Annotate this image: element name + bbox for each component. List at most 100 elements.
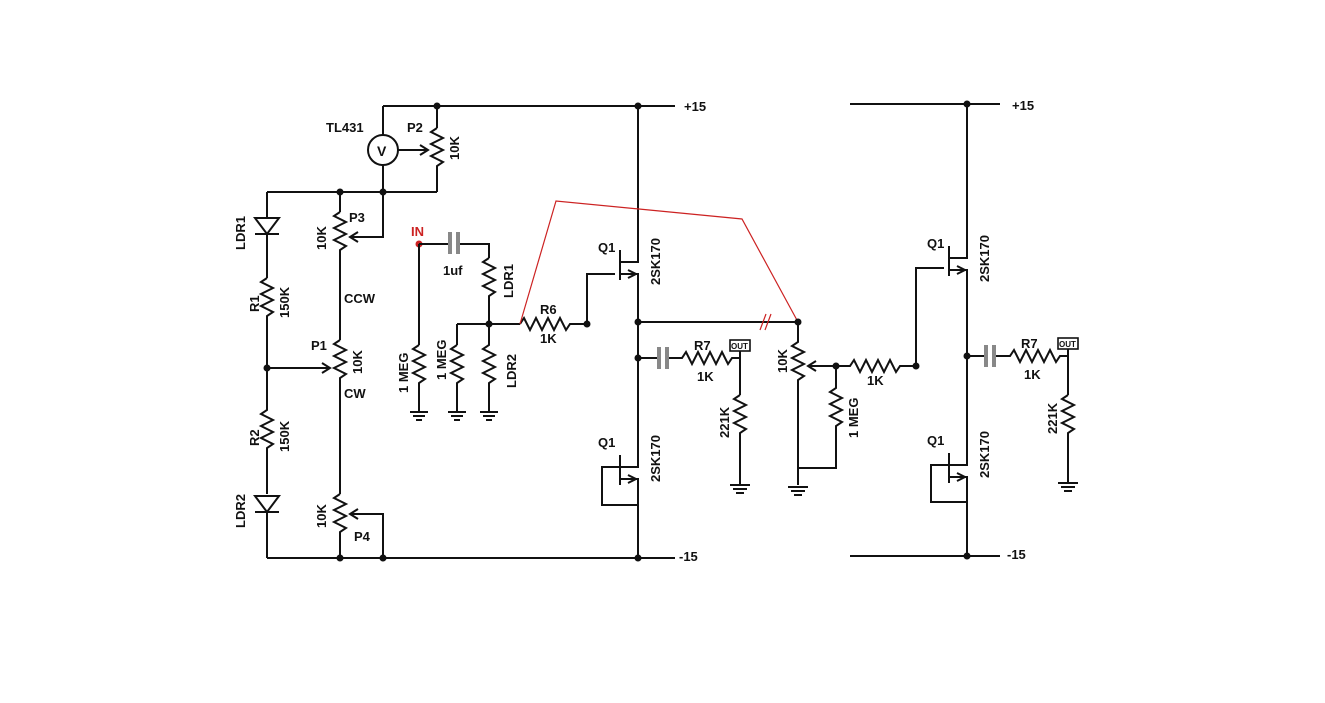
upper-fet-label: Q1 (598, 240, 615, 255)
lower-fet-2-part: 2SK170 (977, 431, 992, 478)
ground (448, 410, 466, 421)
node (634, 102, 642, 110)
wire (267, 362, 332, 374)
rail-neg-label: -15 (679, 549, 698, 564)
2nd-1meg-label: 1 MEG (846, 398, 861, 438)
upper-fet-part: 2SK170 (648, 238, 663, 285)
upper-fet-2-part: 2SK170 (977, 235, 992, 282)
input-capacitor (456, 232, 460, 254)
rail-neg-label-2: -15 (1007, 547, 1026, 562)
p2-value: 10K (447, 136, 462, 160)
wire (586, 273, 615, 324)
ground (1058, 482, 1078, 492)
p3-label: P3 (349, 210, 365, 225)
series-1k-label: 1K (867, 373, 884, 388)
r221k-resistor (731, 394, 749, 485)
r7-resistor-2 (996, 347, 1068, 365)
rail-pos-label: +15 (684, 99, 706, 114)
second-1meg-resistor (448, 344, 466, 410)
r7-resistor (669, 349, 740, 367)
ldr2-diode (253, 495, 281, 514)
r1-label: R1 (247, 295, 262, 312)
feedback-wire (519, 200, 799, 325)
r221k-label-2: 221K (1045, 402, 1060, 434)
ldr1-diode (253, 217, 281, 236)
upper-fet-2 (948, 236, 968, 440)
r7-label-2: R7 (1021, 336, 1038, 351)
node (433, 102, 441, 110)
p4-wiper (348, 508, 384, 558)
p4-resistor (331, 493, 349, 558)
r6-label: R6 (540, 302, 557, 317)
output-capacitor-2 (992, 345, 996, 367)
p1-label: P1 (311, 338, 327, 353)
upper-fet (619, 240, 639, 324)
ground (730, 484, 750, 494)
ccw-label: CCW (344, 291, 376, 306)
wire (460, 243, 490, 258)
p1-value: 10K (350, 350, 365, 374)
r221k-resistor-2 (1059, 394, 1077, 483)
out-label: OUT (731, 342, 748, 351)
cw-label: CW (344, 386, 366, 401)
pot-wiper (806, 360, 836, 372)
ground (480, 410, 498, 421)
ldr1-res-label: LDR1 (501, 264, 516, 298)
voltmeter-label: V (377, 143, 387, 159)
input-label: IN (411, 224, 424, 239)
input-capacitor (448, 232, 452, 254)
ldr2-resistor (480, 324, 498, 410)
rail-pos-label-2: +15 (1012, 98, 1034, 113)
input-cap-label: 1uf (443, 263, 463, 278)
p2-wiper (398, 144, 430, 156)
r6-value: 1K (540, 331, 557, 346)
p2-label: P2 (407, 120, 423, 135)
tl431-label: TL431 (326, 120, 364, 135)
r2-label: R2 (247, 429, 262, 446)
p3-resistor (331, 211, 349, 340)
p3-wiper (348, 192, 384, 243)
ldr2-res-label: LDR2 (504, 354, 519, 388)
wire (915, 267, 944, 366)
node (634, 554, 642, 562)
ground (410, 410, 428, 421)
p2-resistor (428, 127, 446, 192)
r7-value-2: 1K (1024, 367, 1041, 382)
r1-value: 150K (277, 286, 292, 318)
series-1k-resistor (836, 357, 916, 375)
upper-fet-2-label: Q1 (927, 236, 944, 251)
ldr1-label: LDR1 (233, 216, 248, 250)
r221k-label: 221K (717, 406, 732, 438)
lower-fet-part: 2SK170 (648, 435, 663, 482)
10k-pot-label: 10K (775, 349, 790, 373)
r1-resistor (258, 277, 276, 368)
p4-value: 10K (314, 504, 329, 528)
10k-pot (789, 322, 807, 485)
r2-resistor (258, 368, 276, 494)
break-mark (759, 313, 772, 331)
p1-resistor (331, 339, 349, 494)
ldr2-label: LDR2 (233, 494, 248, 528)
p3-value: 10K (314, 226, 329, 250)
node (336, 554, 344, 562)
out-label-2: OUT (1059, 340, 1076, 349)
output-capacitor (665, 347, 669, 369)
output-capacitor (657, 347, 661, 369)
r6-resistor (519, 315, 587, 333)
second-1meg-label: 1 MEG (434, 340, 449, 380)
r7-value: 1K (697, 369, 714, 384)
lower-fet-2-label: Q1 (927, 433, 944, 448)
2nd-1meg-resistor (798, 366, 845, 469)
r7-label: R7 (694, 338, 711, 353)
input-1meg-resistor (410, 344, 428, 410)
node (379, 554, 387, 562)
r2-value: 150K (277, 420, 292, 452)
ground (788, 486, 808, 496)
lower-fet-2 (930, 440, 968, 556)
ldr1-resistor (480, 257, 498, 324)
p4-label: P4 (354, 529, 371, 544)
input-1meg-label: 1 MEG (396, 353, 411, 393)
lower-fet (601, 440, 639, 558)
lower-fet-label: Q1 (598, 435, 615, 450)
